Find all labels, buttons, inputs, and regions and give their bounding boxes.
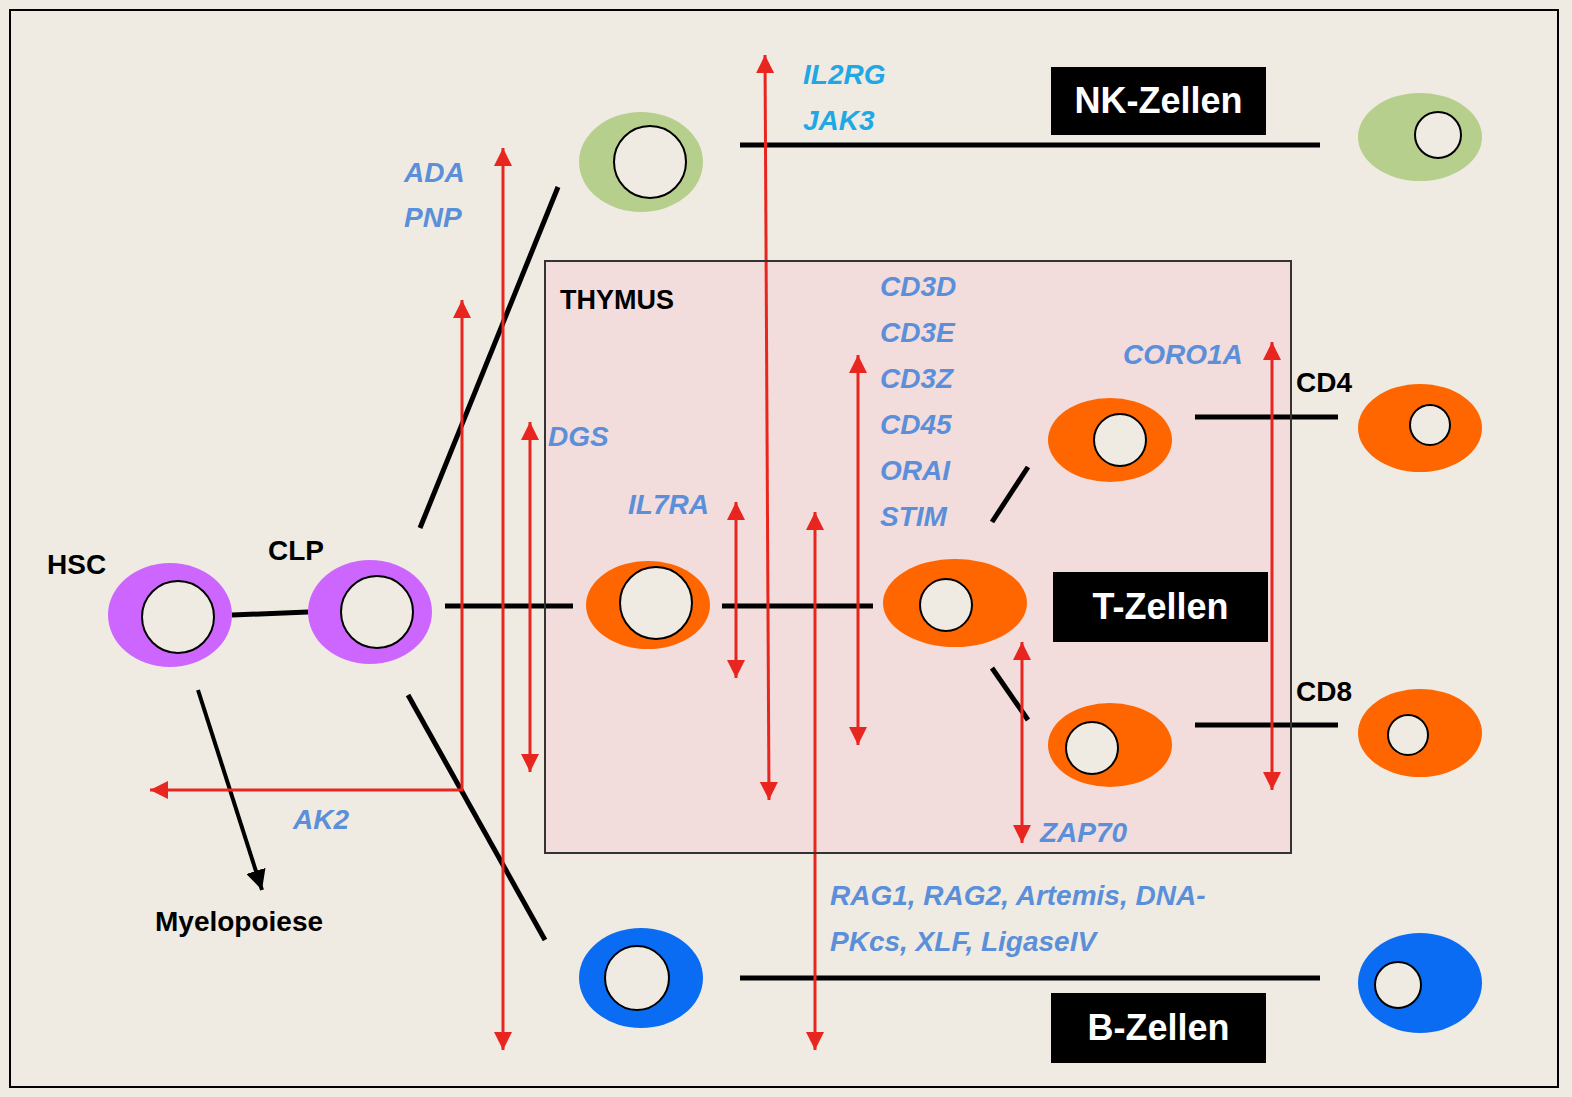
cell-nucleus — [620, 567, 692, 639]
gene-label: IL7RA — [628, 488, 709, 522]
cell-nucleus — [1375, 962, 1421, 1008]
block-arrow — [529, 422, 532, 772]
t-cell — [586, 561, 710, 649]
thymus-fill — [545, 261, 1291, 853]
stem-cell: HSC — [108, 563, 232, 667]
block-arrow — [735, 502, 738, 678]
gene-label: ADA — [404, 156, 465, 190]
marker-label: CD8 — [1296, 675, 1352, 709]
nk-cell — [1358, 93, 1482, 181]
gene-label: ORAI — [880, 454, 950, 488]
marker-label: CD4 — [1296, 366, 1352, 400]
t-cell — [1048, 703, 1172, 787]
cell-nucleus — [341, 576, 413, 648]
lineage-line — [1195, 723, 1338, 728]
gene-label: DGS — [548, 420, 609, 454]
cell-nucleus — [614, 126, 686, 198]
lineage-line — [992, 467, 1028, 522]
block-arrow — [857, 355, 860, 745]
block-arrow — [150, 300, 462, 790]
cell-shape — [308, 560, 432, 664]
cell-nucleus — [1415, 112, 1461, 158]
lineage-line — [722, 604, 873, 609]
lineage-box: NK-Zellen — [1051, 67, 1266, 135]
gene-label: CD45 — [880, 408, 952, 442]
b-cell — [1358, 933, 1482, 1033]
lineage-line — [1195, 415, 1338, 420]
block-arrow — [1271, 342, 1274, 790]
cell-nucleus — [1094, 414, 1146, 466]
lineage-name: T-Zellen — [1092, 585, 1228, 629]
lineage-line — [408, 695, 545, 940]
lineage-box: B-Zellen — [1051, 993, 1266, 1063]
cell-name: CLP — [268, 536, 324, 566]
myelopoiesis-arrow — [198, 690, 262, 890]
t-cell — [1358, 384, 1482, 472]
cell-name: HSC — [47, 550, 106, 580]
cell-nucleus — [142, 581, 214, 653]
lineage-line — [445, 604, 573, 609]
block-arrow — [765, 55, 769, 800]
t-cell — [1048, 398, 1172, 482]
lineage-line — [420, 187, 558, 528]
nk-cell — [579, 112, 703, 212]
lineage-line — [740, 976, 1320, 981]
cell-body — [108, 563, 232, 667]
gene-label: JAK3 — [803, 104, 875, 138]
cell-nucleus — [1388, 715, 1428, 755]
cell-nucleus — [1410, 405, 1450, 445]
t-cell — [1358, 689, 1482, 777]
gene-label: ZAP70 — [1040, 816, 1127, 850]
lineage-box: T-Zellen — [1053, 572, 1268, 642]
cell-shape — [108, 563, 232, 667]
gene-label: IL2RG — [803, 58, 885, 92]
connector-line — [232, 612, 308, 615]
block-arrow — [814, 512, 817, 1050]
lineage-name: NK-Zellen — [1074, 79, 1242, 123]
gene-label: RAG1, RAG2, Artemis, DNA-PKcs, XLF, Liga… — [830, 873, 1260, 965]
cell-nucleus — [1066, 722, 1118, 774]
gene-label: PNP — [404, 201, 462, 235]
gene-label: CD3D — [880, 270, 956, 304]
marker-label: Myelopoiese — [155, 905, 323, 939]
gene-label: AK2 — [293, 803, 349, 837]
b-cell — [579, 928, 703, 1028]
gene-label: CORO1A — [1123, 338, 1243, 372]
cell-nucleus — [605, 946, 669, 1010]
cell-body — [308, 560, 432, 664]
frame — [10, 10, 1558, 1087]
lineage-line — [992, 668, 1028, 720]
cell-nucleus — [920, 579, 972, 631]
thymus-region: THYMUS T-Zellen — [544, 260, 1292, 854]
gene-label: CD3E — [880, 316, 955, 350]
block-arrow — [1021, 642, 1024, 843]
gene-label: STIM — [880, 500, 947, 534]
lineage-line — [740, 143, 1320, 148]
gene-label: CD3Z — [880, 362, 953, 396]
lineage-name: B-Zellen — [1087, 1006, 1229, 1050]
block-arrow — [502, 148, 505, 1050]
t-cell — [883, 559, 1027, 647]
progenitor-cell: CLP — [308, 560, 432, 664]
region-title: THYMUS — [560, 284, 674, 316]
